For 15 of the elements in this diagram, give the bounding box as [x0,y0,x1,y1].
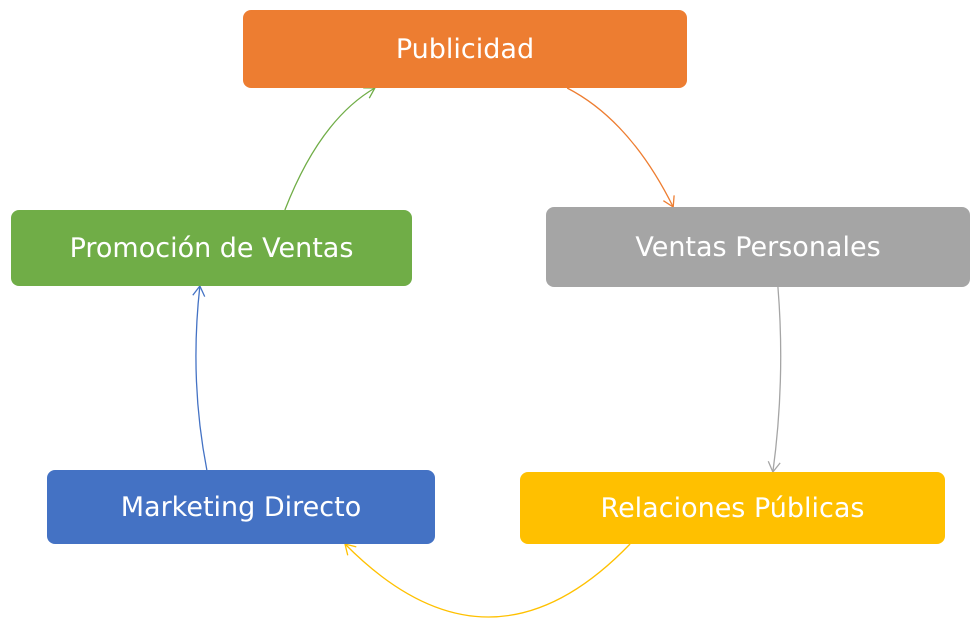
process-box [11,210,412,286]
process-box [520,472,945,544]
arrow [566,87,675,208]
process-box [47,470,435,544]
arrow [768,286,782,473]
box-label: Publicidad [396,34,534,64]
arrow [192,285,208,470]
arrow [284,87,376,210]
arrow [344,543,631,618]
process-box [243,10,687,88]
box-label: Marketing Directo [120,492,362,522]
box-label: Ventas Personales [635,232,881,262]
box-label: Relaciones Públicas [600,492,864,524]
process-box [546,207,970,287]
box-label: Promoción de Ventas [70,232,354,264]
